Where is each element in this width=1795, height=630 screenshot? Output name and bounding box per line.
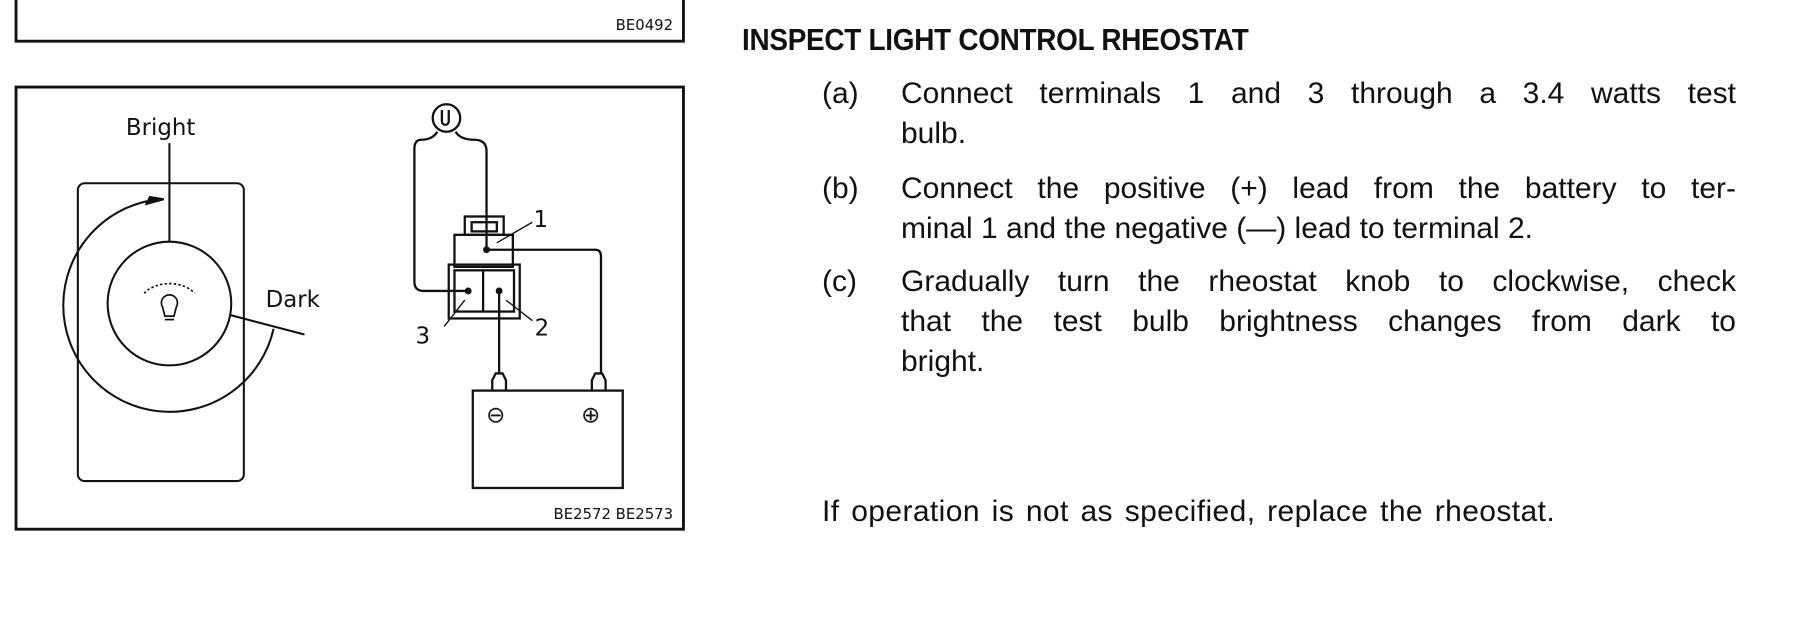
step-a: (a) Connect terminals 1 and 3 through a … — [822, 74, 1736, 154]
step-text-line: Gradually turn the rheostat knob to cloc… — [901, 265, 1736, 298]
section-heading: INSPECT LIGHT CONTROL RHEOSTAT — [742, 22, 1249, 57]
rheostat-illustration — [62, 143, 305, 483]
terminal-dots — [464, 246, 503, 295]
step-text-line: Connect the positive (+) lead from the b… — [901, 172, 1736, 205]
terminal-2-label: 2 — [535, 316, 550, 342]
figure-frame — [14, 85, 685, 531]
terminal-1-label: 1 — [533, 207, 548, 233]
wire-bulb-to-terminal-1 — [454, 131, 603, 374]
connector-upper — [453, 233, 515, 269]
step-text-line: bright. — [901, 345, 985, 378]
instruction-note: If operation is not as specified, replac… — [822, 495, 1556, 528]
rotation-arc — [62, 198, 275, 413]
step-label: (a) — [822, 77, 859, 110]
top-figure-frame — [14, 0, 685, 43]
terminal-3-label: 3 — [416, 324, 431, 350]
step-b: (b) Connect the positive (+) lead from t… — [822, 169, 1736, 249]
leader-3 — [443, 299, 466, 327]
figure-code: BE2572 BE2573 — [554, 505, 674, 523]
step-label: (c) — [822, 265, 857, 298]
battery-plus-icon: ⊕ — [581, 403, 600, 429]
top-figure-code: BE0492 — [616, 16, 673, 34]
step-text-line: bulb. — [901, 117, 967, 150]
wire-bulb-to-terminal-3 — [413, 131, 469, 293]
step-text-line: Connect terminals 1 and 3 through a 3.4 … — [901, 77, 1736, 110]
rheostat-panel — [76, 182, 245, 483]
connector-lower — [447, 263, 521, 320]
test-bulb — [431, 103, 462, 133]
step-text-line: minal 1 and the negative (—) lead to ter… — [901, 212, 1534, 245]
leader-2 — [505, 299, 533, 322]
rheostat-knob — [106, 240, 233, 367]
battery — [471, 389, 624, 490]
leader-1 — [496, 221, 533, 244]
dark-label: Dark — [266, 287, 321, 313]
rotation-arrowhead — [144, 195, 164, 206]
battery-negative-post — [491, 372, 508, 391]
step-text-line: that the test bulb brightness changes fr… — [901, 305, 1736, 338]
step-label: (b) — [822, 172, 859, 205]
bright-label: Bright — [126, 115, 195, 141]
bulb-symbol-icon — [143, 282, 196, 321]
step-c: (c) Gradually turn the rheostat knob to … — [822, 262, 1736, 382]
battery-minus-icon: ⊖ — [486, 403, 505, 429]
battery-positive-post — [590, 372, 607, 391]
circuit-illustration — [413, 103, 624, 490]
